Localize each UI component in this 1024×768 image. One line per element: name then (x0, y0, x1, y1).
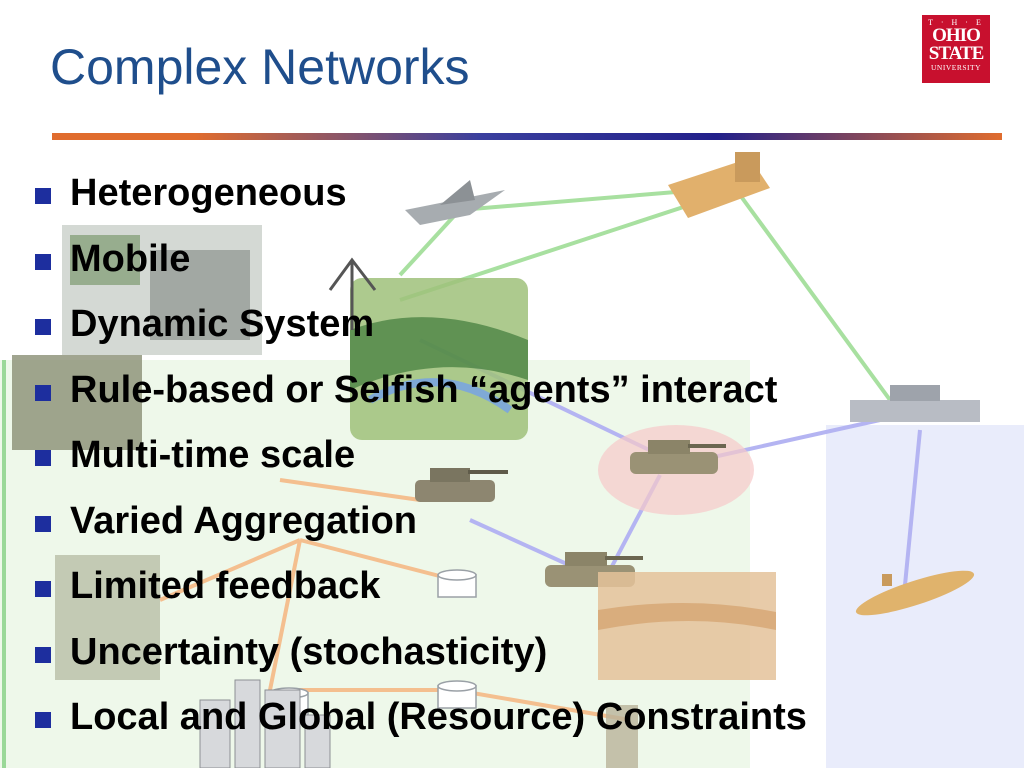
soldier-icon (606, 705, 638, 768)
bullet-marker (35, 188, 51, 204)
bullet-item: Varied Aggregation (32, 496, 807, 562)
antenna-icon (328, 257, 377, 330)
bullet-text: Limited feedback (70, 565, 381, 607)
bullet-item: Local and Global (Resource) Constraints (32, 692, 807, 758)
bullet-item: Mobile (32, 234, 807, 300)
logo-line: STATE (928, 43, 985, 64)
bullet-item: Uncertainty (stochasticity) (32, 627, 807, 693)
terrain-icon (598, 572, 776, 680)
bullet-text: Multi-time scale (70, 434, 356, 476)
soldier-icon (12, 355, 142, 450)
bullet-item: Rule-based or Selfish “agents” interact (32, 365, 807, 431)
bullet-item: Limited feedback (32, 561, 807, 627)
bullet-text: Uncertainty (stochasticity) (70, 630, 548, 673)
orange-links (159, 478, 631, 722)
screenshot-icon (62, 225, 262, 355)
bullet-marker (35, 253, 51, 270)
logo-line: UNIVERSITY (931, 63, 981, 72)
bullet-marker (35, 515, 51, 532)
slide-title: Complex Networks (50, 39, 470, 95)
bullet-marker (35, 646, 51, 663)
aircraft-icon (405, 180, 505, 225)
tank-icon (630, 440, 726, 474)
terrain-icon (350, 278, 528, 440)
bullet-text: Varied Aggregation (70, 499, 417, 542)
bullet-text: Dynamic System (70, 303, 375, 345)
bullet-marker (35, 581, 51, 597)
university-logo: T · H · E OHIO STATE UNIVERSITY (922, 15, 990, 83)
bullet-marker (35, 319, 51, 335)
tank-icon (415, 468, 508, 502)
title-divider (52, 133, 1002, 140)
bullet-item: Dynamic System (32, 299, 807, 365)
bullet-text: Local and Global (Resource) Constraints (70, 696, 807, 738)
bullet-marker (35, 712, 51, 728)
bullet-list: Heterogeneous Mobile Dynamic System Rule… (32, 168, 807, 758)
panel-edge (2, 360, 6, 768)
database-icon (437, 680, 477, 709)
bullet-marker (35, 450, 51, 466)
bullet-text: Heterogeneous (70, 172, 347, 214)
logo-line: T · H · E (928, 18, 984, 27)
database-icon (437, 569, 477, 598)
soldier-icon (55, 555, 160, 680)
bullet-item: Multi-time scale (32, 430, 807, 496)
satellite-icon (668, 152, 770, 218)
submarine-icon (855, 570, 975, 616)
bullet-text: Mobile (70, 237, 191, 280)
bullet-item: Heterogeneous (32, 168, 807, 234)
bullet-marker (35, 384, 51, 401)
city-icon (199, 679, 331, 768)
ship-icon (850, 385, 980, 422)
logo-line: OHIO (932, 25, 981, 46)
bullet-text: Rule-based or Selfish “agents” interact (70, 368, 778, 411)
